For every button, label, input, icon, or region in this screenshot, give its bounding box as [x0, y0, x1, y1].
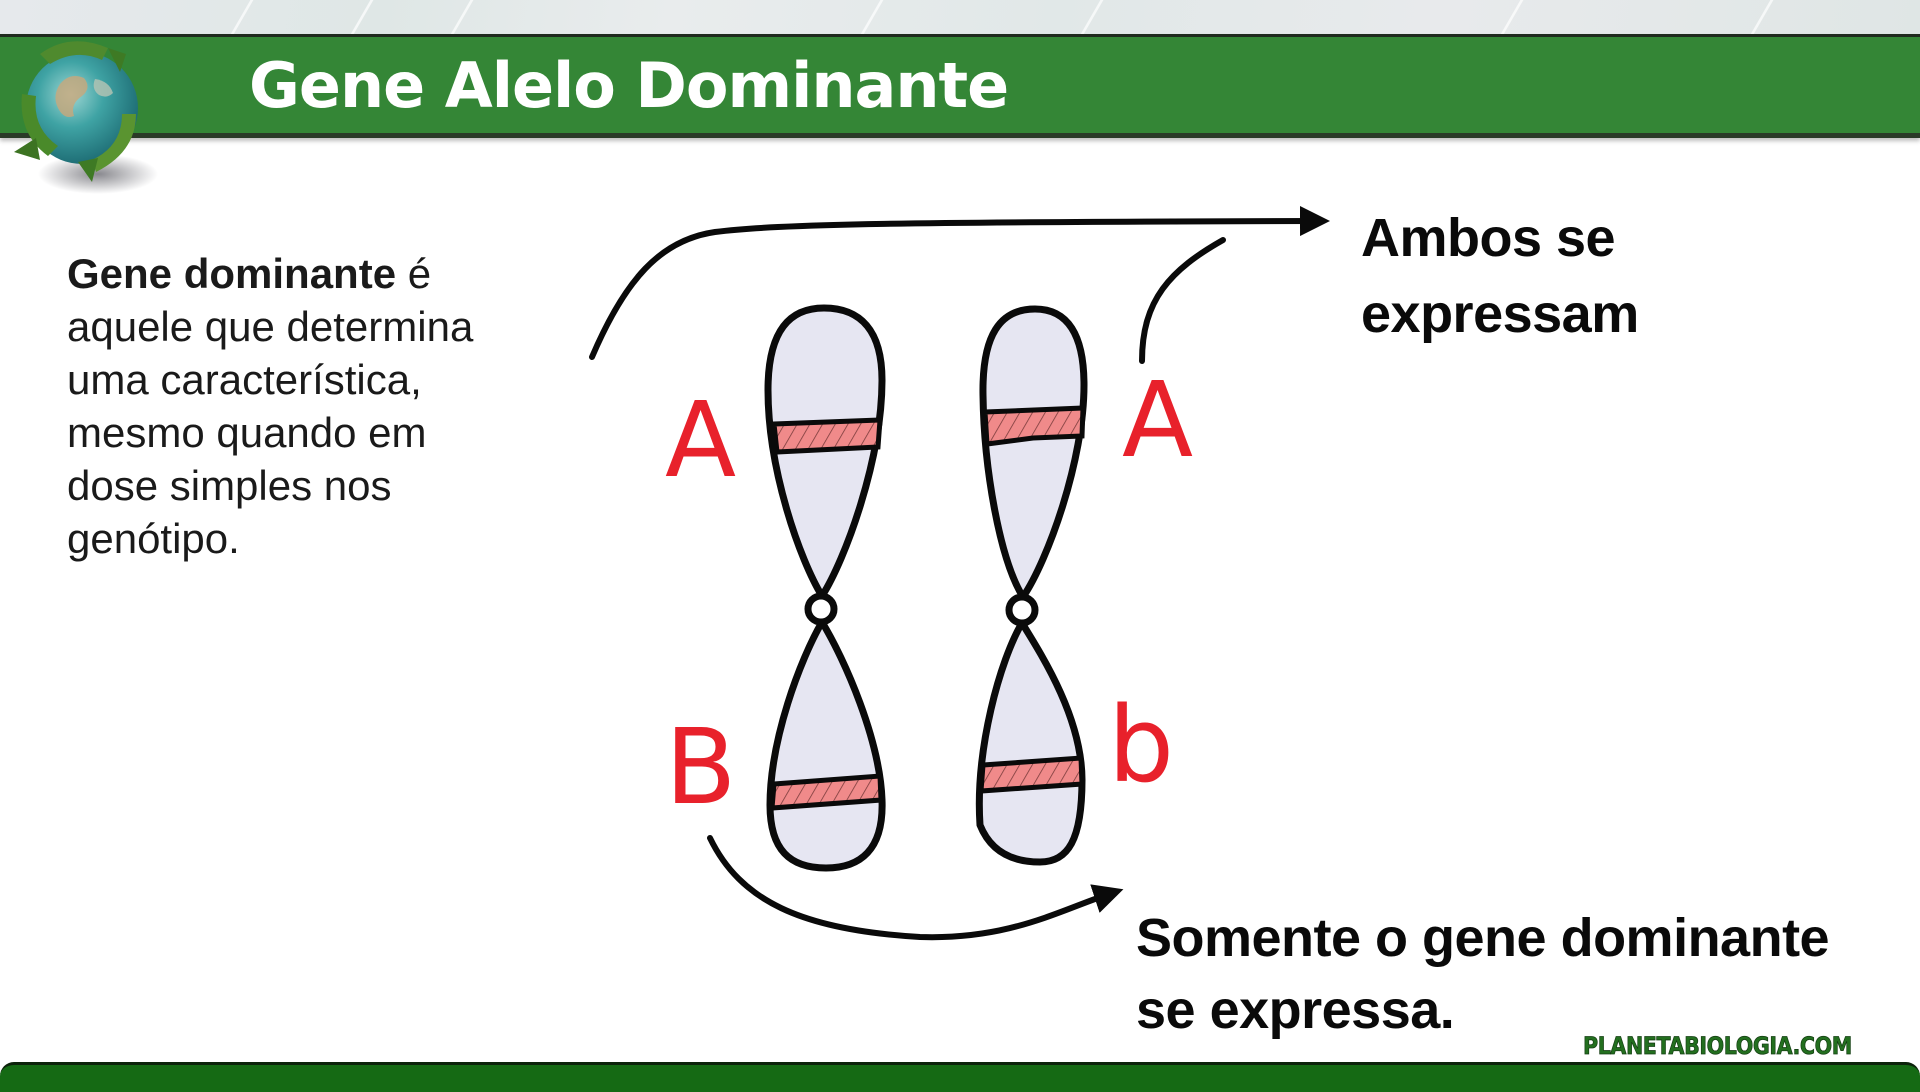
callout-bottom-line: Somente o gene dominante — [1136, 908, 1830, 968]
allele-label-bottom-right: b — [1108, 684, 1175, 806]
definition-text: Gene dominante é aquele que determina um… — [67, 247, 547, 565]
arrow-bottom — [707, 835, 1124, 941]
callout-top-line: Ambos se — [1361, 208, 1616, 268]
definition-line: genótipo. — [67, 515, 240, 562]
top-decorative-strip — [0, 0, 1920, 36]
definition-line: dose simples nos — [67, 462, 392, 509]
site-watermark: PLANETABIOLOGIA.COM — [1583, 1032, 1853, 1061]
chromosome-right-top-arm — [979, 305, 1088, 601]
definition-line: mesmo quando em — [67, 409, 427, 456]
chromosome-left-top-band — [771, 417, 883, 455]
definition-term: Gene dominante — [67, 250, 397, 297]
definition-line: Gene dominante é — [67, 247, 547, 300]
footer-bar — [0, 1062, 1920, 1092]
chromosome-right — [975, 305, 1088, 866]
definition-line: uma característica, — [67, 356, 422, 403]
chromosome-right-bottom-arm — [975, 619, 1086, 866]
callout-both-expressed: Ambos se expressam — [1361, 200, 1639, 352]
slide-title: Gene Alelo Dominante — [249, 49, 1009, 122]
centromere-left — [804, 592, 838, 626]
allele-label-bottom-left: B — [665, 706, 737, 828]
chromosome-left-bottom-arm — [766, 618, 886, 872]
chromosome-left-bottom-band — [769, 773, 884, 811]
title-bar — [0, 34, 1920, 138]
allele-label-top-right: A — [1122, 359, 1194, 481]
chromosome-right-bottom-band — [978, 755, 1085, 794]
allele-label-top-left: A — [665, 379, 737, 501]
chromosome-left — [764, 304, 886, 872]
callout-top-line: expressam — [1361, 284, 1639, 344]
chromosome-right-top-band — [982, 405, 1086, 447]
arrow-top-left-curve — [589, 206, 1330, 360]
arrow-top-right-curve — [1139, 237, 1226, 364]
callout-bottom-line: se expressa. — [1136, 980, 1455, 1040]
definition-line: aquele que determina — [67, 303, 474, 350]
centromere-right — [1005, 593, 1039, 627]
definition-first-line-rest: é — [396, 250, 432, 297]
recycling-globe-icon — [14, 41, 158, 194]
callout-only-dominant: Somente o gene dominante se expressa. — [1136, 902, 1830, 1046]
